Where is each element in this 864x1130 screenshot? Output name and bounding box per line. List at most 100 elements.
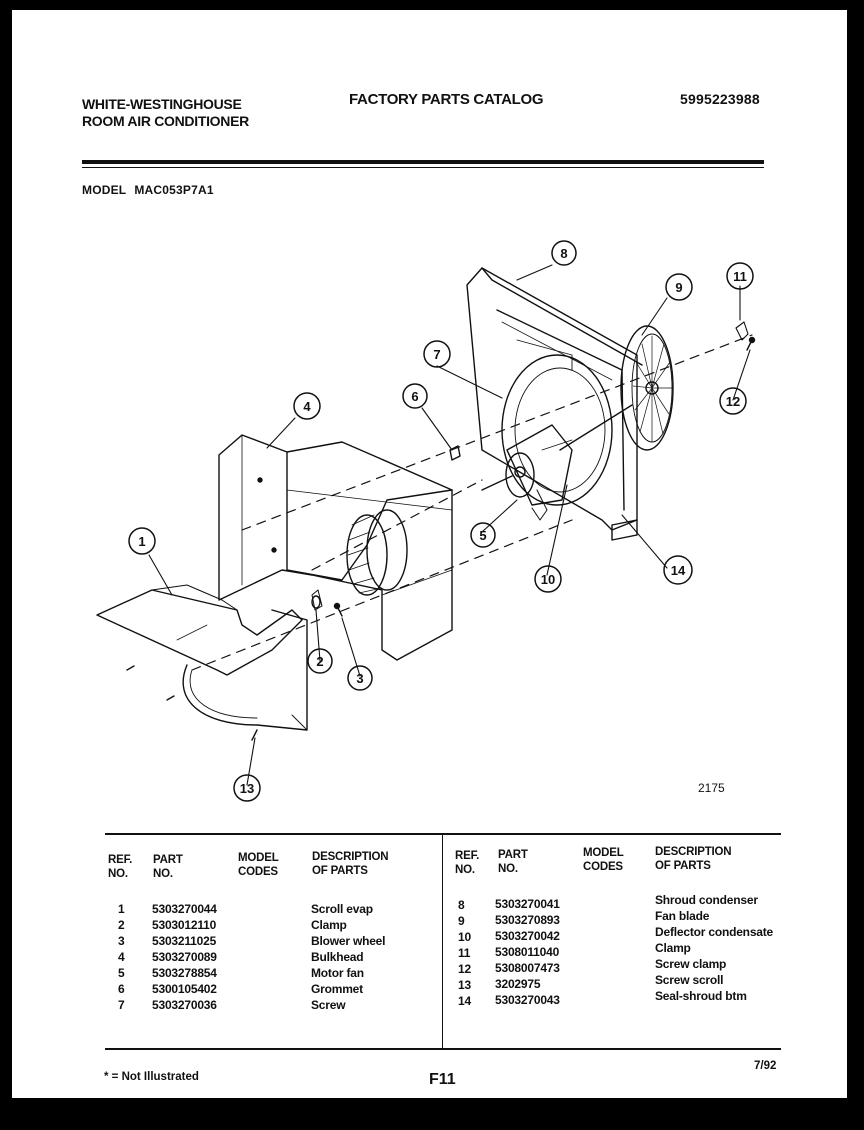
table-row-ref: 14 (458, 994, 471, 1008)
table-row-ref: 9 (458, 914, 465, 928)
table-row-part: 5303270036 (152, 998, 217, 1012)
table-row-ref: 11 (458, 946, 471, 960)
table-row-ref: 13 (458, 978, 471, 992)
table-row-ref: 8 (458, 898, 465, 912)
table-row-desc: Fan blade (655, 909, 710, 923)
part-grommet-6 (449, 445, 461, 461)
page-code: F11 (429, 1071, 456, 1088)
brand-name: WHITE-WESTINGHOUSE ROOM AIR CONDITIONER (82, 96, 249, 130)
model-header-right-line1: MODEL (583, 847, 624, 859)
model-label: MODEL (82, 183, 127, 197)
model-codes-header-right: MODEL CODES (583, 846, 624, 874)
catalog-title: FACTORY PARTS CATALOG (349, 91, 544, 108)
table-row-desc: Motor fan (311, 966, 364, 980)
header-rule (82, 160, 764, 164)
part-scroll-evap (96, 584, 308, 731)
callout-11: 11 (733, 269, 747, 284)
table-row-desc: Clamp (655, 941, 691, 955)
table-row-part: 5303270042 (495, 929, 560, 943)
part-clamp-11 (735, 321, 749, 341)
part-screw-12 (746, 336, 756, 351)
table-row-desc: Blower wheel (311, 934, 386, 948)
model-header-line2: CODES (238, 866, 278, 878)
left-ref-column: 1 2 3 4 5 6 7 (118, 901, 125, 1013)
table-row-part: 5303278854 (152, 966, 217, 980)
callout-6: 6 (411, 389, 418, 404)
part-header-right-line1: PART (498, 849, 528, 861)
part-shroud-condenser (466, 267, 643, 541)
description-header-right: DESCRIPTION OF PARTS (655, 845, 732, 873)
table-row-desc: Scroll evap (311, 902, 373, 916)
model-line: MODEL MAC053P7A1 (82, 183, 214, 197)
table-row-ref: 10 (458, 930, 471, 944)
table-row-desc: Shroud condenser (655, 893, 758, 907)
table-row-ref: 4 (118, 950, 125, 964)
callout-7: 7 (433, 347, 440, 362)
ref-header-right-line1: REF. (455, 850, 480, 862)
table-row-desc: Bulkhead (311, 950, 364, 964)
part-screw-13 (251, 729, 258, 741)
revision-date: 7/92 (754, 1060, 777, 1072)
table-row-desc: Seal-shroud btm (655, 989, 747, 1003)
callout-numbers: 1 2 3 4 5 6 7 8 9 10 11 12 13 14 (138, 246, 746, 796)
table-row-ref: 2 (118, 918, 125, 932)
callout-14: 14 (671, 563, 686, 578)
table-row-desc: Screw (311, 998, 346, 1012)
table-row-part: 5300105402 (152, 982, 217, 996)
callout-2: 2 (316, 654, 323, 669)
loose-screws (126, 665, 175, 701)
table-row-part: 3202975 (495, 977, 541, 991)
table-row-part: 5303012110 (152, 918, 217, 932)
callout-3: 3 (356, 671, 363, 686)
part-clamp-2 (311, 589, 323, 611)
part-header-right-line2: NO. (498, 863, 518, 875)
model-number: MAC053P7A1 (134, 183, 214, 197)
parts-catalog-page: WHITE-WESTINGHOUSE ROOM AIR CONDITIONER … (12, 10, 847, 1098)
callout-10: 10 (541, 572, 555, 587)
table-top-rule (105, 833, 781, 835)
table-row-desc: Grommet (311, 982, 363, 996)
callout-12: 12 (726, 394, 740, 409)
left-desc-column: Scroll evap Clamp Blower wheel Bulkhead … (311, 901, 385, 1013)
table-row-ref: 12 (458, 962, 471, 976)
table-row-desc: Screw scroll (655, 973, 724, 987)
table-bottom-rule (105, 1048, 781, 1050)
table-row-ref: 3 (118, 934, 125, 948)
footnote: * = Not Illustrated (104, 1071, 199, 1083)
header-rule-thin (82, 167, 764, 168)
description-header: DESCRIPTION OF PARTS (312, 850, 389, 878)
right-desc-column: Shroud condenser Fan blade Deflector con… (655, 892, 773, 1004)
table-row-ref: 5 (118, 966, 125, 980)
table-row-part: 5303211025 (152, 934, 217, 948)
brand-line-1: WHITE-WESTINGHOUSE (82, 96, 242, 112)
part-motor-fan (481, 404, 633, 521)
table-row-ref: 1 (118, 902, 125, 916)
right-ref-column: 8 9 10 11 12 13 14 (458, 897, 471, 1009)
part-no-header-right: PART NO. (498, 848, 528, 876)
callout-9: 9 (675, 280, 682, 295)
desc-header-line1: DESCRIPTION (312, 851, 389, 863)
ref-header-line1: REF. (108, 854, 133, 866)
ref-no-header-right: REF. NO. (455, 849, 479, 877)
brand-line-2: ROOM AIR CONDITIONER (82, 113, 249, 129)
table-row-part: 5308007473 (495, 961, 560, 975)
table-divider (442, 834, 443, 1048)
table-row-ref: 6 (118, 982, 125, 996)
table-row-part: 5303270041 (495, 897, 560, 911)
part-fan-blade (620, 325, 674, 451)
desc-header-right-line2: OF PARTS (655, 860, 711, 872)
ref-no-header: REF. NO. (108, 853, 132, 881)
ref-header-right-line2: NO. (455, 864, 475, 876)
part-header-line1: PART (153, 854, 183, 866)
figure-number: 2175 (698, 781, 725, 795)
table-row-ref: 7 (118, 998, 125, 1012)
callout-5: 5 (479, 528, 486, 543)
callout-13: 13 (240, 781, 254, 796)
callout-bubbles (128, 240, 754, 802)
model-codes-header: MODEL CODES (238, 851, 279, 879)
model-header-line1: MODEL (238, 852, 279, 864)
catalog-number: 5995223988 (680, 91, 760, 107)
desc-header-right-line1: DESCRIPTION (655, 846, 732, 858)
part-blower-wheel (346, 509, 408, 596)
table-row-part: 5308011040 (495, 945, 560, 959)
